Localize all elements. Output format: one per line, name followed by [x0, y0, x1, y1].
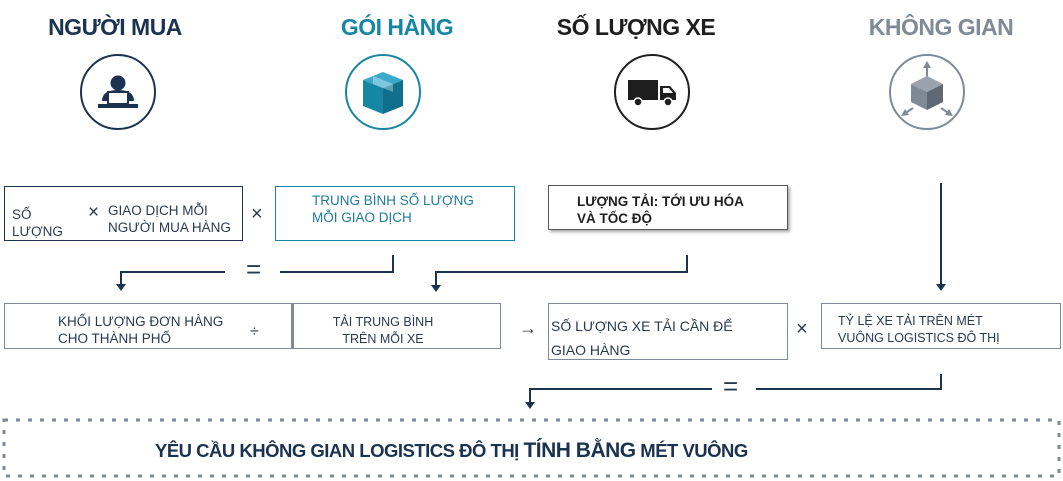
trucks-needed-label: SỐ LƯỢNG XE TẢI CẦN ĐỂ GIAO HÀNG [551, 318, 733, 358]
order-volume-box [4, 303, 292, 349]
truck-ratio-label: TỶ LỆ XE TẢI TRÊN MÉT VUÔNG LOGISTICS ĐÔ… [838, 314, 1000, 345]
order-volume-label: KHỐI LƯỢNG ĐƠN HÀNG CHO THÀNH PHỐ [58, 314, 224, 346]
package-icon [345, 54, 421, 130]
result-label: YÊU CẦU KHÔNG GIAN LOGISTICS ĐÔ THỊ TÍNH… [155, 440, 748, 462]
avg-load-box [293, 303, 501, 349]
header-space: KHÔNG GIAN [868, 14, 1014, 40]
load-label: LƯỢNG TẢI: TỚI ƯU HÓA VÀ TỐC ĐỘ [577, 194, 744, 226]
space-cube-icon [889, 54, 965, 130]
load-box [548, 185, 788, 230]
times-operator: × [88, 202, 100, 223]
truck-icon [614, 54, 690, 130]
equals-operator: = [246, 254, 262, 284]
buyer-icon [80, 54, 156, 130]
divide-operator: ÷ [250, 323, 259, 340]
trucks-needed-box [548, 303, 788, 360]
result-part-2: TÍNH BẰNG [523, 439, 636, 462]
quantity-transactions-box [4, 186, 243, 241]
times-operator: × [796, 318, 808, 340]
header-buyers: NGƯỜI MUA [48, 14, 182, 40]
avg-packages-box [275, 186, 515, 241]
transactions-per-buyer-label: GIAO DỊCH MỖI NGƯỜI MUA HÀNG [108, 203, 231, 235]
result-part-3: MÉT VUÔNG [640, 440, 748, 461]
quantity-label: SỐ LƯỢNG [12, 207, 63, 239]
times-operator: × [251, 203, 263, 225]
avg-packages-label: TRUNG BÌNH SỐ LƯỢNG MỖI GIAO DỊCH [312, 193, 474, 225]
truck-ratio-box [821, 303, 1061, 349]
header-vehicles: SỐ LƯỢNG XE [556, 14, 716, 40]
divider-line [292, 303, 293, 349]
arrow-operator: → [519, 318, 537, 338]
equals-operator: = [723, 371, 739, 401]
header-packages: GÓI HÀNG [340, 14, 454, 40]
result-part-1: YÊU CẦU KHÔNG GIAN LOGISTICS ĐÔ THỊ [155, 440, 519, 461]
avg-load-label: TẢI TRUNG BÌNH TRÊN MỖI XE [332, 315, 434, 346]
